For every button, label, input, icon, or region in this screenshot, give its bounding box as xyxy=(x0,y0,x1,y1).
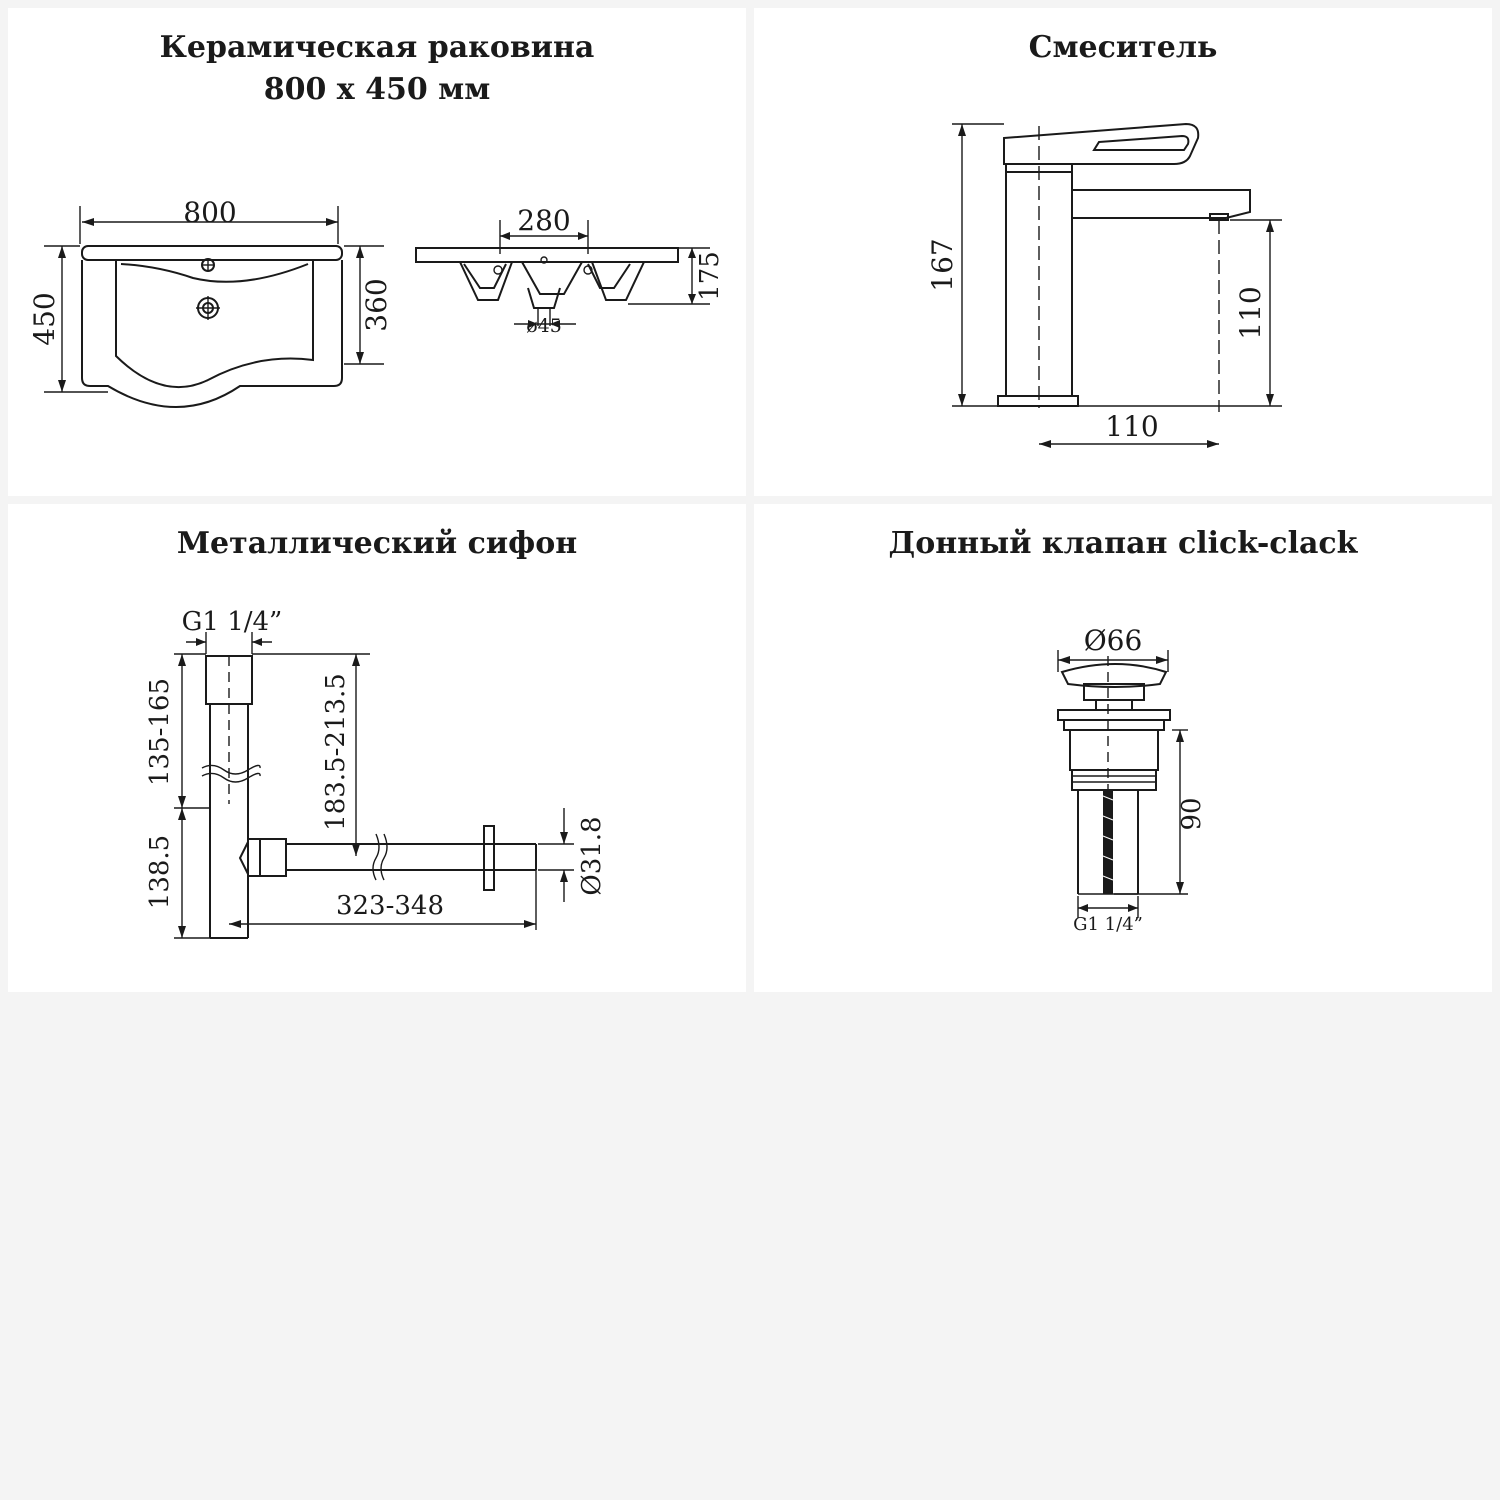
siphon-drawing: G1 1/4” 135-165 138.5 183.5-213.5 xyxy=(145,607,607,939)
siphon-title: Металлический сифон xyxy=(176,526,578,561)
siphon-length-label: 323-348 xyxy=(336,891,444,921)
sink-top-view xyxy=(81,245,343,408)
sink-width-label: 800 xyxy=(183,196,236,229)
valve-thread-label: G1 1/4” xyxy=(1073,914,1143,935)
faucet-drawing: 167 110 110 xyxy=(926,122,1282,448)
sink-width-dimension: 800 xyxy=(79,196,339,244)
siphon-bottom-dimension: 138.5 xyxy=(145,808,210,939)
faucet-spout-reach-dimension: 110 xyxy=(1039,410,1219,448)
sink-drain-label: ø45 xyxy=(526,315,562,337)
sink-title-line1: Керамическая раковина xyxy=(159,30,595,65)
siphon-thread-label: G1 1/4” xyxy=(182,607,283,637)
sink-inner-depth-dimension: 360 xyxy=(344,245,393,365)
siphon-pipe-diameter-dimension: Ø31.8 xyxy=(538,808,607,902)
valve-height-dimension: 90 xyxy=(1114,729,1207,895)
valve-cap-label: Ø66 xyxy=(1084,624,1143,657)
siphon-pipe-diameter-label: Ø31.8 xyxy=(577,816,607,895)
siphon-thread-dimension: G1 1/4” xyxy=(182,607,283,654)
sink-panel: Керамическая раковина 800 x 450 мм 800 xyxy=(8,8,746,496)
sink-bowl-width-label: 280 xyxy=(517,204,570,237)
faucet-height-label: 167 xyxy=(926,238,959,291)
sink-bowl-width-dimension: 280 xyxy=(499,204,589,254)
valve-height-label: 90 xyxy=(1177,797,1207,830)
valve-cap-dimension: Ø66 xyxy=(1057,624,1169,672)
faucet-spout-height-dimension: 110 xyxy=(1078,219,1282,407)
sink-drain-dimension: ø45 xyxy=(514,315,576,337)
siphon-body xyxy=(201,655,537,939)
siphon-length-dimension: 323-348 xyxy=(229,870,537,930)
siphon-outlet-height-dimension: 183.5-213.5 xyxy=(252,653,370,856)
valve-thread-dimension: G1 1/4” xyxy=(1073,896,1143,935)
sink-title-line2: 800 x 450 мм xyxy=(263,72,491,107)
valve-title: Донный клапан click-clack xyxy=(888,526,1358,561)
siphon-bottom-label: 138.5 xyxy=(145,835,175,909)
faucet-spout-height-label: 110 xyxy=(1234,286,1267,339)
faucet-body xyxy=(997,122,1251,412)
siphon-outlet-height-label: 183.5-213.5 xyxy=(321,673,351,831)
sink-depth-label: 450 xyxy=(28,292,61,345)
valve-drawing: Ø66 90 G1 1/4” xyxy=(1057,624,1207,935)
faucet-spout-reach-label: 110 xyxy=(1105,410,1158,443)
faucet-title: Смеситель xyxy=(1028,30,1218,65)
sink-depth-dimension: 450 xyxy=(28,245,108,393)
faucet-height-dimension: 167 xyxy=(926,123,1004,407)
sink-height-dimension: 175 xyxy=(628,247,725,305)
siphon-panel: Металлический сифон xyxy=(8,504,746,992)
valve-panel: Донный клапан click-clack xyxy=(754,504,1492,992)
siphon-top-range-label: 135-165 xyxy=(145,678,175,786)
sink-height-label: 175 xyxy=(695,251,725,301)
siphon-top-range-dimension: 135-165 xyxy=(145,653,210,809)
faucet-panel: Смеситель 167 110 xyxy=(754,8,1492,496)
sink-drawing: 800 450 360 xyxy=(28,196,725,408)
sink-side-view xyxy=(415,247,679,326)
valve-body xyxy=(1057,656,1171,895)
sink-inner-depth-label: 360 xyxy=(360,278,393,331)
